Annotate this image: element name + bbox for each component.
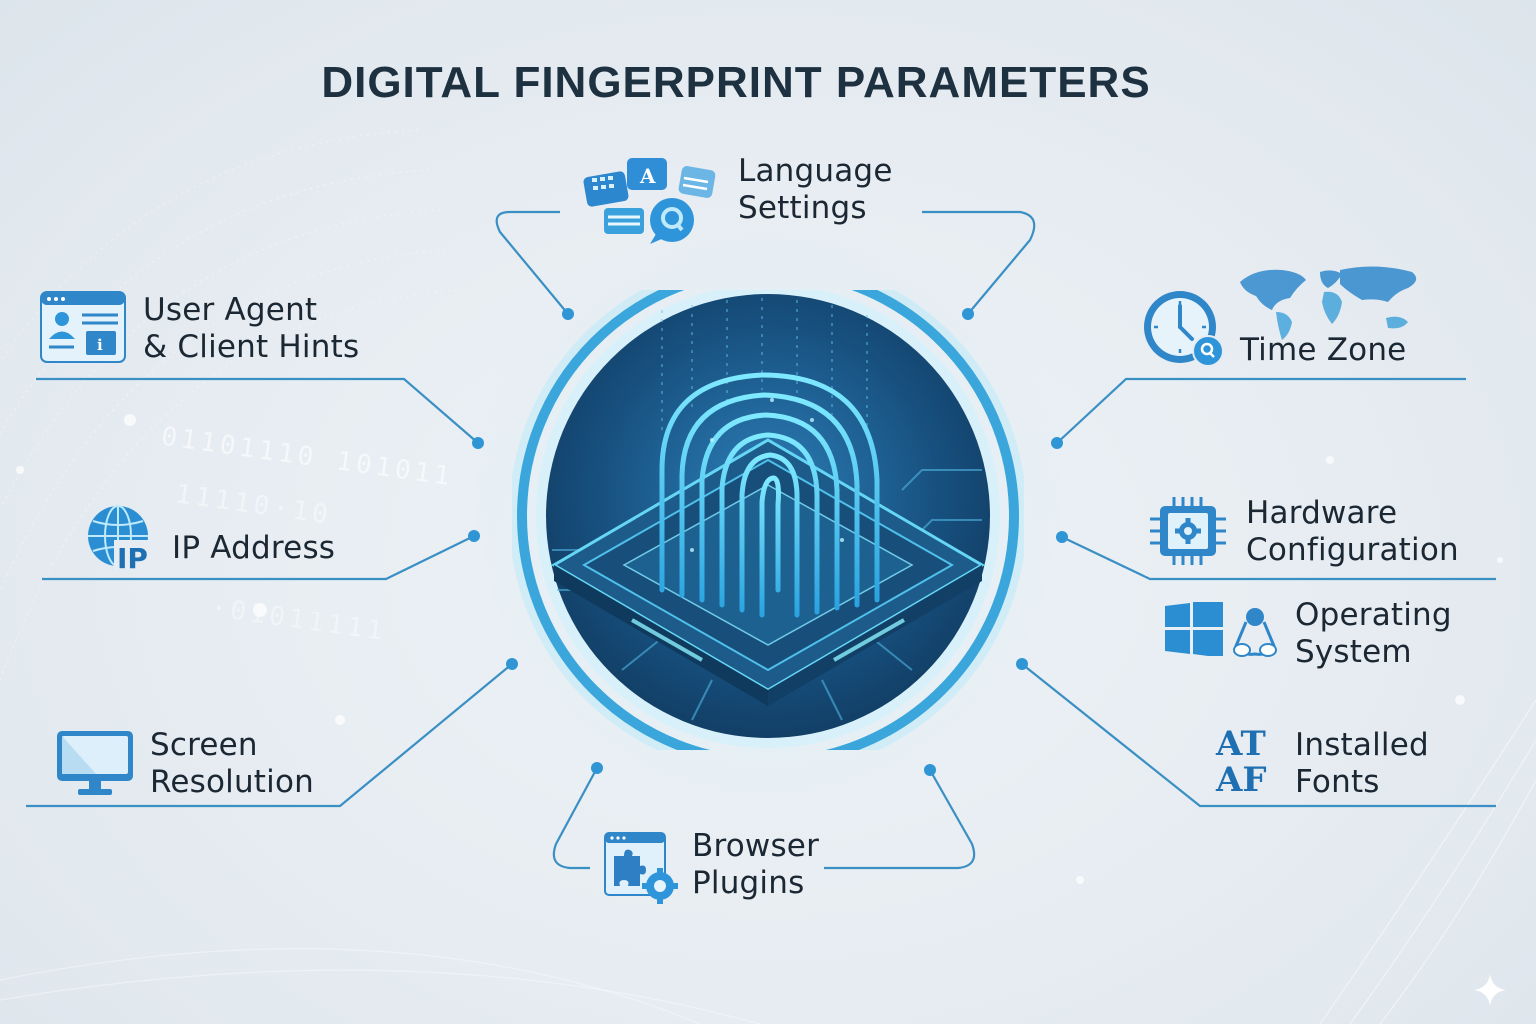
globe-ip-icon: IP [84, 504, 160, 575]
svg-text:i: i [97, 336, 103, 354]
parameter-label-timezone: Time Zone [1240, 332, 1407, 368]
cpu-gear-icon [1150, 497, 1226, 565]
font-glyph-top: AT [1216, 724, 1266, 764]
fingerprint-on-chip-icon [509, 257, 1027, 775]
center-fingerprint-graphic [509, 257, 1027, 775]
parameter-label-screen: Screen Resolution [150, 727, 314, 800]
background-binary-text: 01101110 101011 [159, 421, 456, 493]
parameter-label-ip: IP Address [172, 530, 336, 566]
parameter-label-language: Language Settings [738, 153, 893, 226]
browser-profile-info-icon: i [40, 291, 126, 363]
parameter-label-fonts: Installed Fonts [1295, 727, 1429, 800]
svg-text:IP: IP [117, 542, 148, 570]
font-glyph-bottom: AF [1216, 760, 1267, 800]
linux-penguin-icon [1232, 606, 1278, 658]
monitor-icon [56, 730, 136, 798]
windows-logo-icon [1165, 599, 1223, 658]
svg-text:A: A [639, 164, 656, 188]
background-binary-text: 11110·10 [173, 479, 334, 531]
parameter-label-user-agent: User Agent & Client Hints [143, 292, 360, 365]
parameter-label-plugins: Browser Plugins [692, 828, 820, 901]
parameter-label-os: Operating System [1295, 597, 1452, 670]
page-title: DIGITAL FINGERPRINT PARAMETERS [321, 58, 1151, 107]
background-binary-text: ·01011111 [208, 592, 389, 648]
world-map-icon [1236, 262, 1422, 342]
clock-search-icon [1142, 289, 1226, 369]
browser-puzzle-gear-icon [604, 832, 680, 904]
language-speech-bubbles-icon: A [582, 156, 717, 246]
sparkle-icon [1474, 974, 1506, 1006]
parameter-label-hardware: Hardware Configuration [1246, 495, 1459, 568]
font-glyphs-icon: AT AF [1216, 726, 1286, 800]
